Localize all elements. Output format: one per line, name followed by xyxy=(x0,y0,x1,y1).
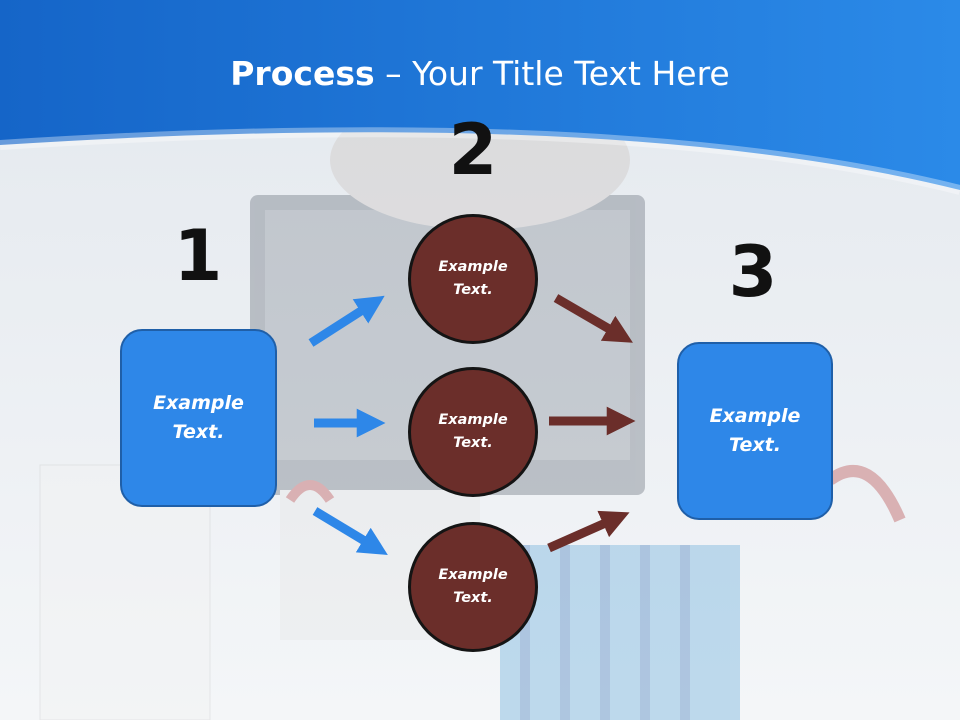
arrow-brown-up xyxy=(547,510,630,553)
circle-middle-line2: Text. xyxy=(453,435,493,451)
arrow-brown-down xyxy=(553,294,633,343)
circle-top-line1: Example xyxy=(438,259,508,275)
process-circle-top: Example Text. xyxy=(408,214,538,344)
step-number-2: 2 xyxy=(448,109,498,191)
slide-title: Process – Your Title Text Here xyxy=(0,52,960,96)
circle-bottom-line2: Text. xyxy=(453,590,493,606)
step-box-3-line1: Example xyxy=(709,405,801,427)
title-bold: Process xyxy=(230,54,375,93)
arrow-blue-up xyxy=(308,295,385,347)
step-box-1-line1: Example xyxy=(153,392,244,414)
step-box-1-line2: Text. xyxy=(172,421,225,443)
step-box-3-line2: Text. xyxy=(729,434,781,456)
step-box-3: Example Text. xyxy=(677,342,833,520)
circle-bottom-line1: Example xyxy=(438,567,508,583)
circle-middle-line1: Example xyxy=(438,412,508,428)
step-number-3: 3 xyxy=(728,231,778,313)
process-circle-middle: Example Text. xyxy=(408,367,538,497)
step-box-1: Example Text. xyxy=(120,329,277,507)
circle-top-line2: Text. xyxy=(453,282,493,298)
header-band xyxy=(0,0,960,190)
arrow-blue-down xyxy=(312,507,388,555)
step-number-1: 1 xyxy=(173,215,223,297)
title-rest: – Your Title Text Here xyxy=(374,54,730,93)
process-circle-bottom: Example Text. xyxy=(408,522,538,652)
